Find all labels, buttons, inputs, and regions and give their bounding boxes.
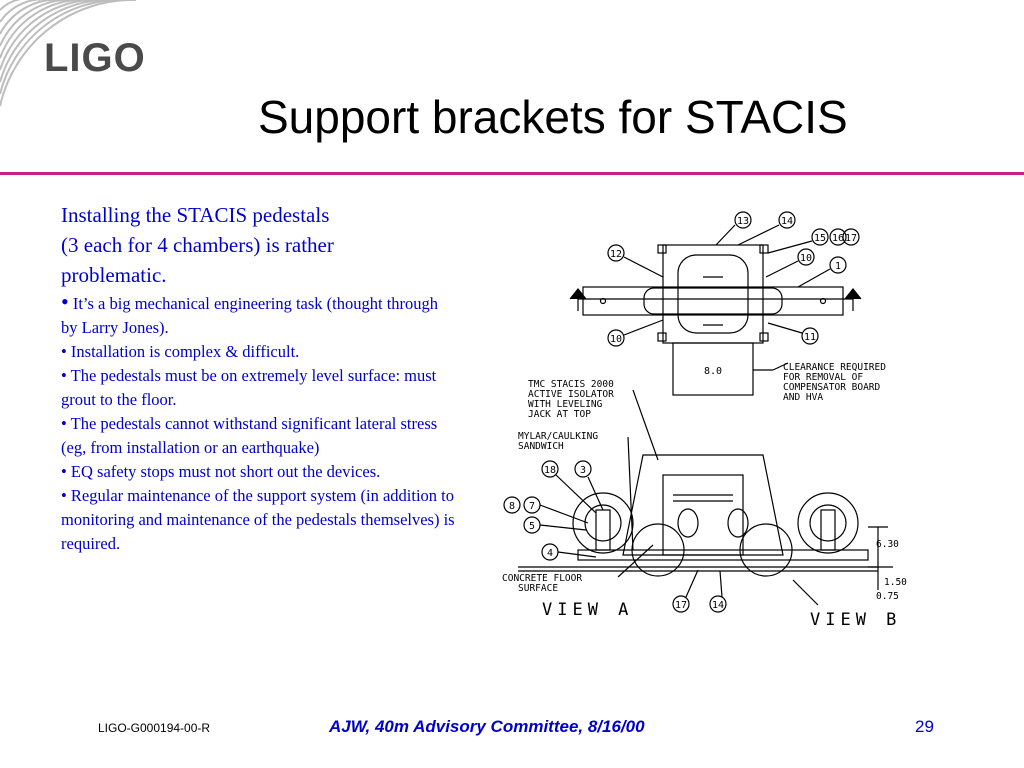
callout-label: 16 <box>832 233 844 244</box>
document-id: LIGO-G000194-00-R <box>98 721 211 735</box>
bullet-dot-icon: • <box>61 342 67 361</box>
callout-label: 17 <box>675 600 687 611</box>
bullet-text: The pedestals cannot withstand significa… <box>61 414 438 457</box>
bullet-text: EQ safety stops must not short out the d… <box>70 462 381 481</box>
callout-label: 10 <box>800 253 812 264</box>
callout-label: 7 <box>529 501 535 512</box>
body-text: Installing the STACIS pedestals (3 each … <box>61 200 456 556</box>
callout-label: 3 <box>580 465 586 476</box>
callout-label: 13 <box>737 216 749 227</box>
bullet-dot-icon: • <box>61 414 67 433</box>
dimension-label: 8.0 <box>704 366 722 377</box>
clearance-note-line: COMPENSATOR BOARD <box>783 382 881 393</box>
dimension-label: 6.30 <box>876 539 899 550</box>
bullet-item: • The pedestals cannot withstand signifi… <box>61 412 456 460</box>
clearance-note-line: FOR REMOVAL OF <box>783 372 863 383</box>
clearance-note-line: AND HVA <box>783 392 823 403</box>
stacis-bracket-drawing: 12 13 14 15 16 17 10 1 10 11 8.0 18 3 8 … <box>502 211 907 630</box>
floor-note-line: SURFACE <box>518 583 558 594</box>
slide-title: Support brackets for STACIS <box>258 91 848 143</box>
bullet-item: • Regular maintenance of the support sys… <box>61 484 456 556</box>
callout-label: 1 <box>835 261 841 272</box>
bullet-item: • The pedestals must be on extremely lev… <box>61 364 456 412</box>
bullet-text: Installation is complex & difficult. <box>70 342 300 361</box>
callout-label: 14 <box>712 600 724 611</box>
page-number: 29 <box>915 717 934 736</box>
bullet-item: • EQ safety stops must not short out the… <box>61 460 456 484</box>
title-divider <box>0 172 1024 175</box>
mylar-note-line: MYLAR/CAULKING <box>518 431 598 442</box>
bullet-item: • It’s a big mechanical engineering task… <box>61 290 456 340</box>
intro-line: problematic. <box>61 263 167 287</box>
callout-label: 11 <box>804 332 816 343</box>
bullet-dot-icon: • <box>61 462 67 481</box>
callout-label: 10 <box>610 334 622 345</box>
stacis-note-line: ACTIVE ISOLATOR <box>528 389 614 400</box>
bullet-dot-icon: • <box>61 366 67 385</box>
stacis-note-line: WITH LEVELING <box>528 399 603 410</box>
intro-line: (3 each for 4 chambers) is rather <box>61 233 334 257</box>
intro-paragraph: Installing the STACIS pedestals (3 each … <box>61 200 456 290</box>
bullet-text: The pedestals must be on extremely level… <box>61 366 437 409</box>
stacis-note-line: TMC STACIS 2000 <box>528 379 614 390</box>
bullet-text: It’s a big mechanical engineering task (… <box>61 294 439 337</box>
logo-arcs-graphic <box>0 0 136 107</box>
callout-label: 12 <box>610 249 622 260</box>
dimension-label: 1.50 <box>884 577 907 588</box>
bullet-list: • It’s a big mechanical engineering task… <box>61 290 456 556</box>
callout-label: 18 <box>544 465 556 476</box>
footer-caption: AJW, 40m Advisory Committee, 8/16/00 <box>329 717 645 736</box>
callout-label: 5 <box>529 521 535 532</box>
callout-label: 8 <box>509 501 515 512</box>
callout-label: 17 <box>845 233 857 244</box>
intro-line: Installing the STACIS pedestals <box>61 203 330 227</box>
callout-label: 15 <box>814 233 826 244</box>
bullet-text: Regular maintenance of the support syste… <box>61 486 455 553</box>
ligo-logo: LIGO <box>44 36 146 80</box>
clearance-note-line: CLEARANCE REQUIRED <box>783 362 886 373</box>
mylar-note-line: SANDWICH <box>518 441 564 452</box>
bullet-dot-icon: • <box>61 289 69 314</box>
dimension-label: 0.75 <box>876 591 899 602</box>
bullet-item: • Installation is complex & difficult. <box>61 340 456 364</box>
stacis-note-line: JACK AT TOP <box>528 409 591 420</box>
view-b-label: VIEW B <box>810 610 901 630</box>
bullet-dot-icon: • <box>61 486 67 505</box>
view-a-label: VIEW A <box>542 600 633 620</box>
callout-label: 4 <box>547 548 553 559</box>
callout-label: 14 <box>781 216 793 227</box>
floor-note-line: CONCRETE FLOOR <box>502 573 582 584</box>
